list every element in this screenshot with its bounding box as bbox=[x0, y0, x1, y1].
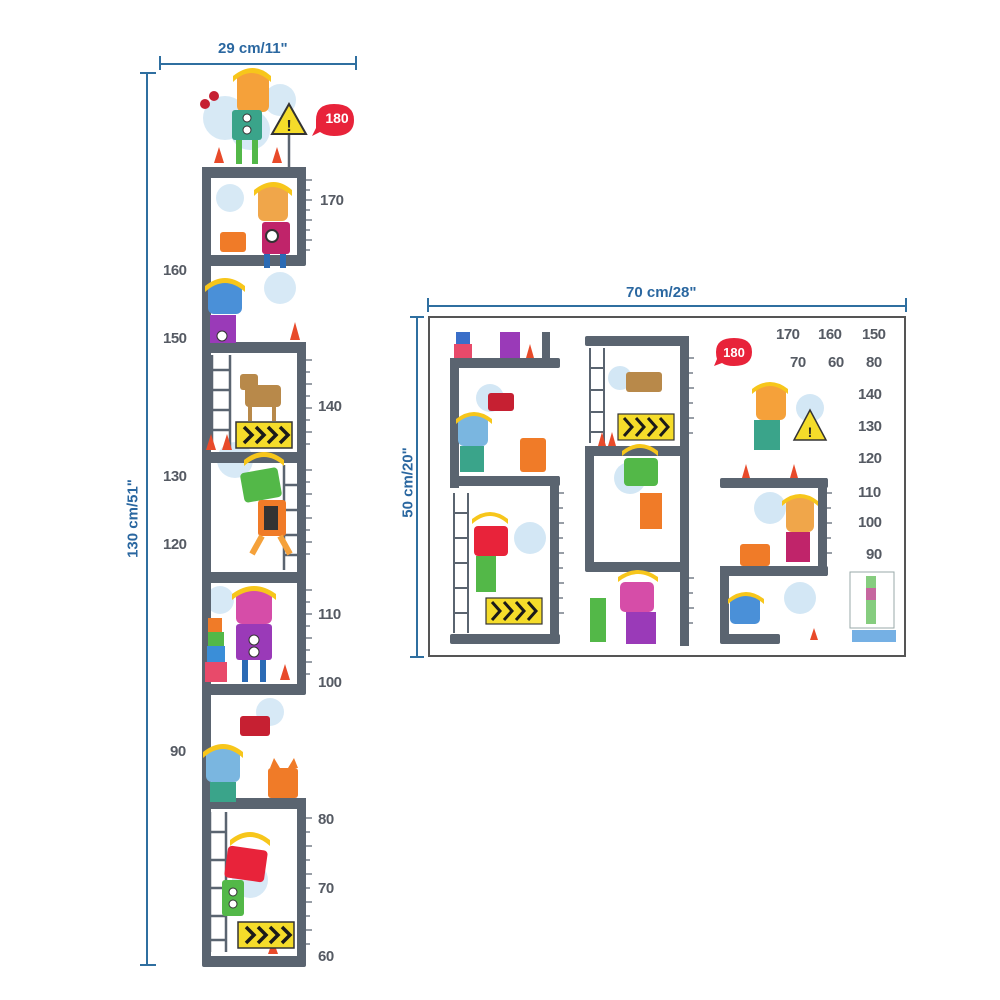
mark-120: 120 bbox=[163, 536, 187, 553]
width-dimension-line bbox=[160, 63, 356, 65]
mark-160: 160 bbox=[163, 262, 187, 279]
sheet-num-160: 160 bbox=[818, 326, 842, 343]
mark-80: 80 bbox=[318, 811, 334, 828]
sheet-badge-label: 180 bbox=[723, 345, 745, 360]
sheet-num-110: 110 bbox=[858, 484, 881, 501]
height-dimension-line bbox=[146, 72, 148, 965]
sheet-num-140: 140 bbox=[858, 386, 882, 403]
sheet-height-dimension-line bbox=[416, 316, 418, 657]
sticker-sheet-artwork: ! bbox=[450, 332, 896, 646]
mark-150: 150 bbox=[163, 330, 187, 347]
tall-badge-label: 180 bbox=[325, 110, 349, 126]
width-label: 29 cm/11" bbox=[218, 40, 288, 57]
mark-110: 110 bbox=[318, 606, 341, 623]
svg-text:!: ! bbox=[286, 118, 291, 135]
sheet-width-dimension-line bbox=[428, 305, 906, 307]
mark-130: 130 bbox=[163, 468, 187, 485]
mark-90: 90 bbox=[170, 743, 186, 760]
sheet-num-120: 120 bbox=[858, 450, 882, 467]
mark-70: 70 bbox=[318, 880, 334, 897]
sheet-num-80: 80 bbox=[866, 354, 882, 371]
mark-140: 140 bbox=[318, 398, 342, 415]
sheet-num-170: 170 bbox=[776, 326, 800, 343]
sheet-num-70: 70 bbox=[790, 354, 806, 371]
sheet-num-60: 60 bbox=[828, 354, 844, 371]
mark-60: 60 bbox=[318, 948, 334, 965]
sheet-num-100: 100 bbox=[858, 514, 882, 531]
sheet-num-90: 90 bbox=[866, 546, 882, 563]
sheet-width-label: 70 cm/28" bbox=[626, 284, 697, 301]
sheet-badge-shape bbox=[714, 338, 752, 366]
sticker-sheet: ! 180 170 160 150 70 60 80 140 130 12 bbox=[428, 316, 906, 657]
warning-sign-icon: ! bbox=[270, 101, 308, 168]
badge-180-icon bbox=[312, 104, 354, 136]
svg-text:!: ! bbox=[808, 424, 813, 440]
sheet-num-130: 130 bbox=[858, 418, 882, 435]
sheet-num-150: 150 bbox=[862, 326, 886, 343]
mark-170: 170 bbox=[320, 192, 344, 209]
mark-100: 100 bbox=[318, 674, 342, 691]
sheet-height-label: 50 cm/20" bbox=[399, 447, 417, 518]
